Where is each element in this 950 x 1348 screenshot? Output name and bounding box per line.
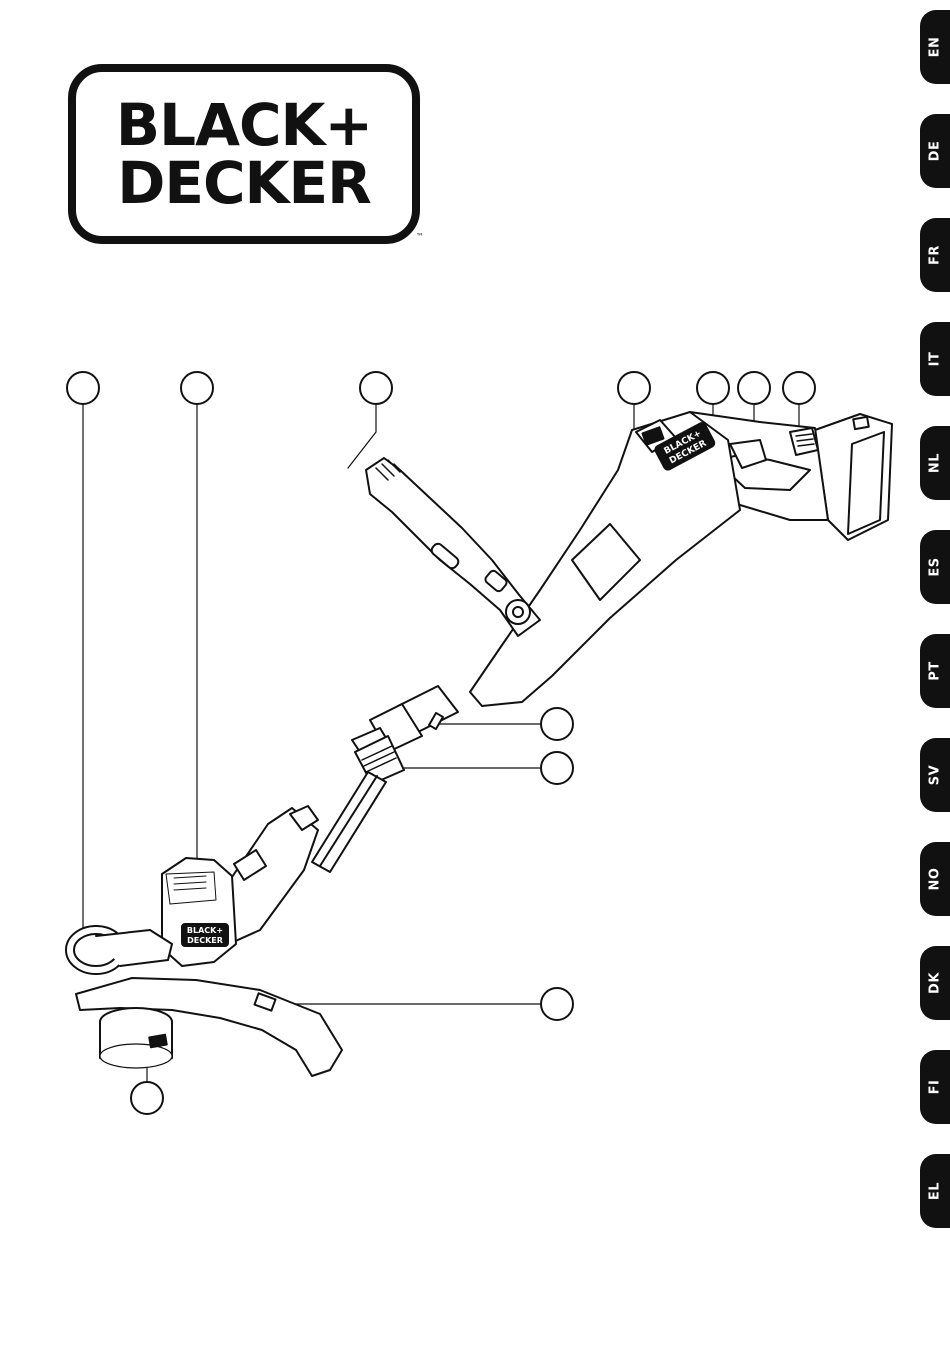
callout-marker	[181, 372, 213, 404]
callout-marker	[67, 372, 99, 404]
auxiliary-handle	[366, 458, 540, 636]
edge-guide-wheel	[66, 926, 172, 974]
callout-marker	[541, 708, 573, 740]
callout-marker	[738, 372, 770, 404]
motor-badge-line1: BLACK+	[187, 926, 223, 935]
callout-marker	[618, 372, 650, 404]
spool-cover	[100, 1008, 172, 1068]
callout-marker	[783, 372, 815, 404]
callout-marker	[541, 752, 573, 784]
telescopic-shaft	[312, 772, 386, 872]
motor-badge-line2: DECKER	[187, 936, 223, 945]
telescopic-collar	[352, 686, 458, 784]
callout-marker	[541, 988, 573, 1020]
motor-head	[162, 858, 236, 966]
motor-brand-badge: BLACK+ DECKER	[182, 924, 228, 946]
callout-marker	[697, 372, 729, 404]
motor-control-housing	[470, 412, 740, 706]
callout-marker	[360, 372, 392, 404]
callout-marker	[131, 1082, 163, 1114]
battery-pack	[815, 414, 892, 540]
